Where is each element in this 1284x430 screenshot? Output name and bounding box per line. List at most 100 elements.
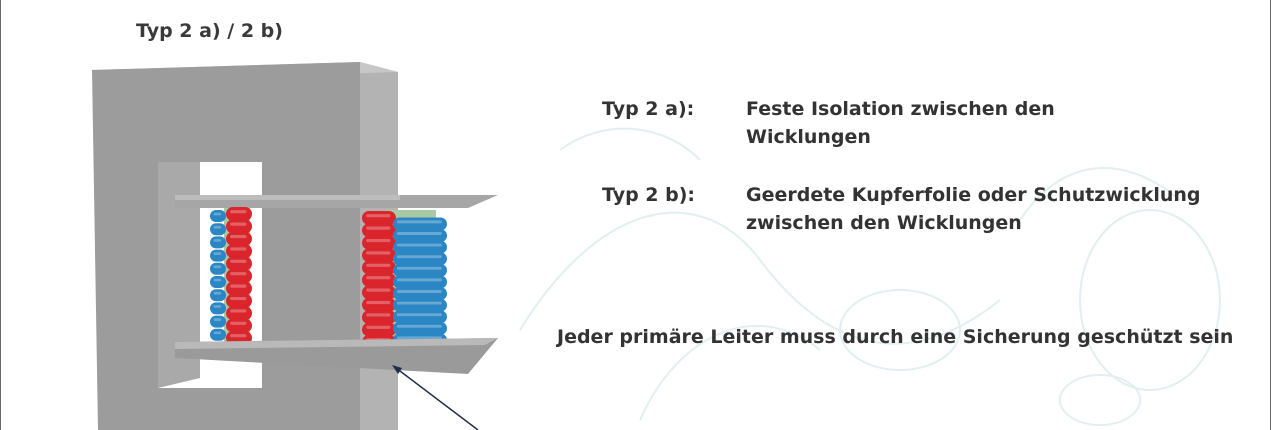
right-red-turn-highlight	[366, 313, 391, 317]
right-blue-turn	[393, 229, 447, 243]
left-blue-turn	[210, 223, 226, 236]
right-blue-turn-highlight	[396, 243, 442, 247]
left-blue-turn-highlight	[213, 239, 222, 242]
right-red-turn	[362, 260, 396, 275]
left-red-turn	[226, 207, 252, 221]
right-blue-turn-highlight	[396, 336, 442, 340]
right-red-turn-highlight	[366, 238, 391, 243]
left-red-turn-highlight	[230, 234, 247, 239]
type-2a-row: Typ 2 a): Feste Isolation zwischen den W…	[602, 95, 1242, 155]
right-red-turn-highlight	[366, 300, 391, 305]
type-2b-row: Typ 2 b): Geerdete Kupferfolie oder Schu…	[602, 181, 1242, 241]
left-red-turn	[226, 306, 252, 321]
left-blue-turn	[210, 210, 226, 222]
right-blue-turn	[393, 287, 447, 301]
right-red-turn	[362, 285, 396, 300]
right-frame-line	[1270, 0, 1271, 430]
left-red-turn	[226, 244, 252, 259]
left-blue-turn-highlight	[213, 265, 222, 269]
right-red-turn	[362, 322, 396, 337]
type-2b-line-1: Geerdete Kupferfolie oder Schutzwicklung	[746, 184, 1201, 206]
top-plate-edge	[175, 195, 400, 200]
left-blue-turn-highlight	[213, 318, 222, 321]
type-2a-label: Typ 2 a):	[602, 98, 695, 120]
right-blue-turn-highlight	[396, 232, 442, 235]
left-blue-turn-highlight	[213, 278, 222, 282]
left-red-turn	[226, 293, 252, 308]
left-red-turn-highlight	[230, 309, 247, 313]
left-blue-turn	[210, 328, 226, 341]
left-red-turn-highlight	[230, 247, 247, 251]
left-blue-turn	[210, 315, 226, 328]
left-red-turn-highlight	[230, 321, 247, 325]
left-red-turn	[226, 281, 252, 296]
windings-group	[210, 207, 447, 350]
left-red-turn	[226, 256, 252, 271]
type-2a-line-2: Wicklungen	[746, 126, 871, 148]
left-red-turn	[226, 269, 252, 283]
right-blue-turn-highlight	[396, 255, 442, 259]
right-blue-turn	[393, 275, 447, 289]
left-red-turn-highlight	[230, 272, 247, 276]
right-red-turn	[362, 211, 396, 225]
right-red-turn-highlight	[366, 325, 391, 329]
right-blue-turn-highlight	[396, 290, 442, 293]
left-red-turn	[226, 231, 252, 246]
left-red-turn-highlight	[230, 284, 247, 288]
left-blue-turn-highlight	[213, 212, 222, 216]
right-blue-turn	[393, 217, 447, 231]
left-frame-line	[0, 0, 1, 430]
right-blue-turn-highlight	[396, 324, 442, 328]
type-2b-line-2: zwischen den Wicklungen	[746, 212, 1022, 234]
type-2b-label: Typ 2 b):	[602, 184, 696, 206]
left-blue-turn	[210, 276, 226, 288]
right-blue-turn	[393, 263, 447, 277]
left-blue-turn	[210, 289, 226, 302]
type-2a-description: Feste Isolation zwischen den Wicklungen	[746, 95, 1226, 151]
left-blue-turn-highlight	[213, 291, 222, 295]
right-red-turn	[362, 297, 396, 312]
left-blue-turn-highlight	[213, 225, 222, 229]
core-front-face	[92, 62, 360, 430]
right-red-turn-highlight	[366, 214, 391, 218]
right-blue-turn	[393, 252, 447, 266]
type-2a-line-1: Feste Isolation zwischen den	[746, 98, 1055, 120]
left-red-turn-highlight	[230, 210, 247, 214]
bottom-plate-top	[175, 338, 498, 349]
right-blue-turn	[393, 321, 447, 335]
left-red-turn-highlight	[230, 296, 247, 301]
left-red-turn-highlight	[230, 222, 247, 226]
right-red-turn	[362, 273, 396, 287]
right-red-turn	[362, 235, 396, 250]
right-blue-turn-highlight	[396, 313, 442, 317]
left-red-turn	[226, 219, 252, 234]
left-blue-turn-highlight	[213, 331, 222, 335]
right-red-turn-highlight	[366, 251, 391, 255]
left-red-turn-highlight	[230, 259, 247, 263]
right-red-turn	[362, 248, 396, 263]
left-blue-turn	[210, 249, 226, 262]
right-red-turn	[362, 223, 396, 238]
left-blue-turn-highlight	[213, 305, 222, 308]
fuse-note: Jeder primäre Leiter muss durch eine Sic…	[557, 326, 1234, 348]
right-blue-turn	[393, 240, 447, 254]
left-red-turn	[226, 318, 252, 333]
right-blue-turn	[393, 310, 447, 324]
right-blue-turn	[393, 298, 447, 312]
right-blue-turn-highlight	[396, 266, 442, 270]
right-blue-turn-highlight	[396, 220, 442, 224]
right-blue-turn-highlight	[396, 301, 442, 305]
right-red-turn-highlight	[366, 288, 391, 292]
right-red-turn-highlight	[366, 226, 391, 230]
left-blue-turn	[210, 262, 226, 275]
left-red-turn-highlight	[230, 334, 247, 338]
right-blue-turn-highlight	[396, 278, 442, 282]
left-blue-turn	[210, 302, 226, 315]
window-left-wall	[158, 162, 200, 388]
left-blue-turn	[210, 236, 226, 249]
transformer-diagram	[92, 62, 498, 430]
left-blue-turn-highlight	[213, 252, 222, 255]
right-red-turn-highlight	[366, 263, 391, 267]
right-red-turn-highlight	[366, 276, 391, 280]
